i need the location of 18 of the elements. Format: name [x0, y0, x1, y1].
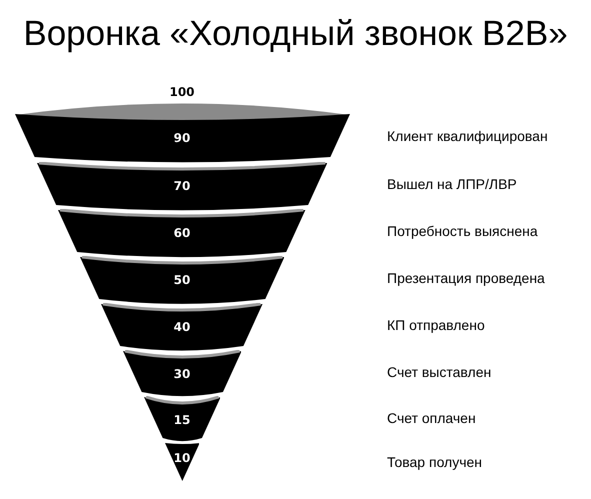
stage-value: 10: [172, 450, 192, 466]
stage-label: Товар получен: [387, 453, 482, 471]
stage-value: 50: [172, 272, 192, 288]
stage-value: 90: [172, 130, 192, 146]
stage-label: Клиент квалифицирован: [387, 126, 548, 144]
stage-value: 30: [172, 366, 192, 382]
stage-value: 40: [172, 319, 192, 335]
stage-label: КП отправлено: [387, 316, 485, 334]
stage-value: 15: [172, 412, 192, 428]
stage-value: 70: [172, 178, 192, 194]
stage-label: Потребность выяснена: [387, 222, 538, 240]
stage-value: 60: [172, 225, 192, 241]
title: Воронка «Холодный звонок B2B»: [22, 13, 569, 55]
stage-label: Счет оплачен: [387, 408, 476, 426]
stage-label: Вышел на ЛПР/ЛВР: [387, 175, 517, 193]
stage-value: 100: [168, 84, 196, 100]
stage-label: Презентация проведена: [387, 269, 545, 287]
stage-label: Счет выставлен: [387, 362, 492, 380]
